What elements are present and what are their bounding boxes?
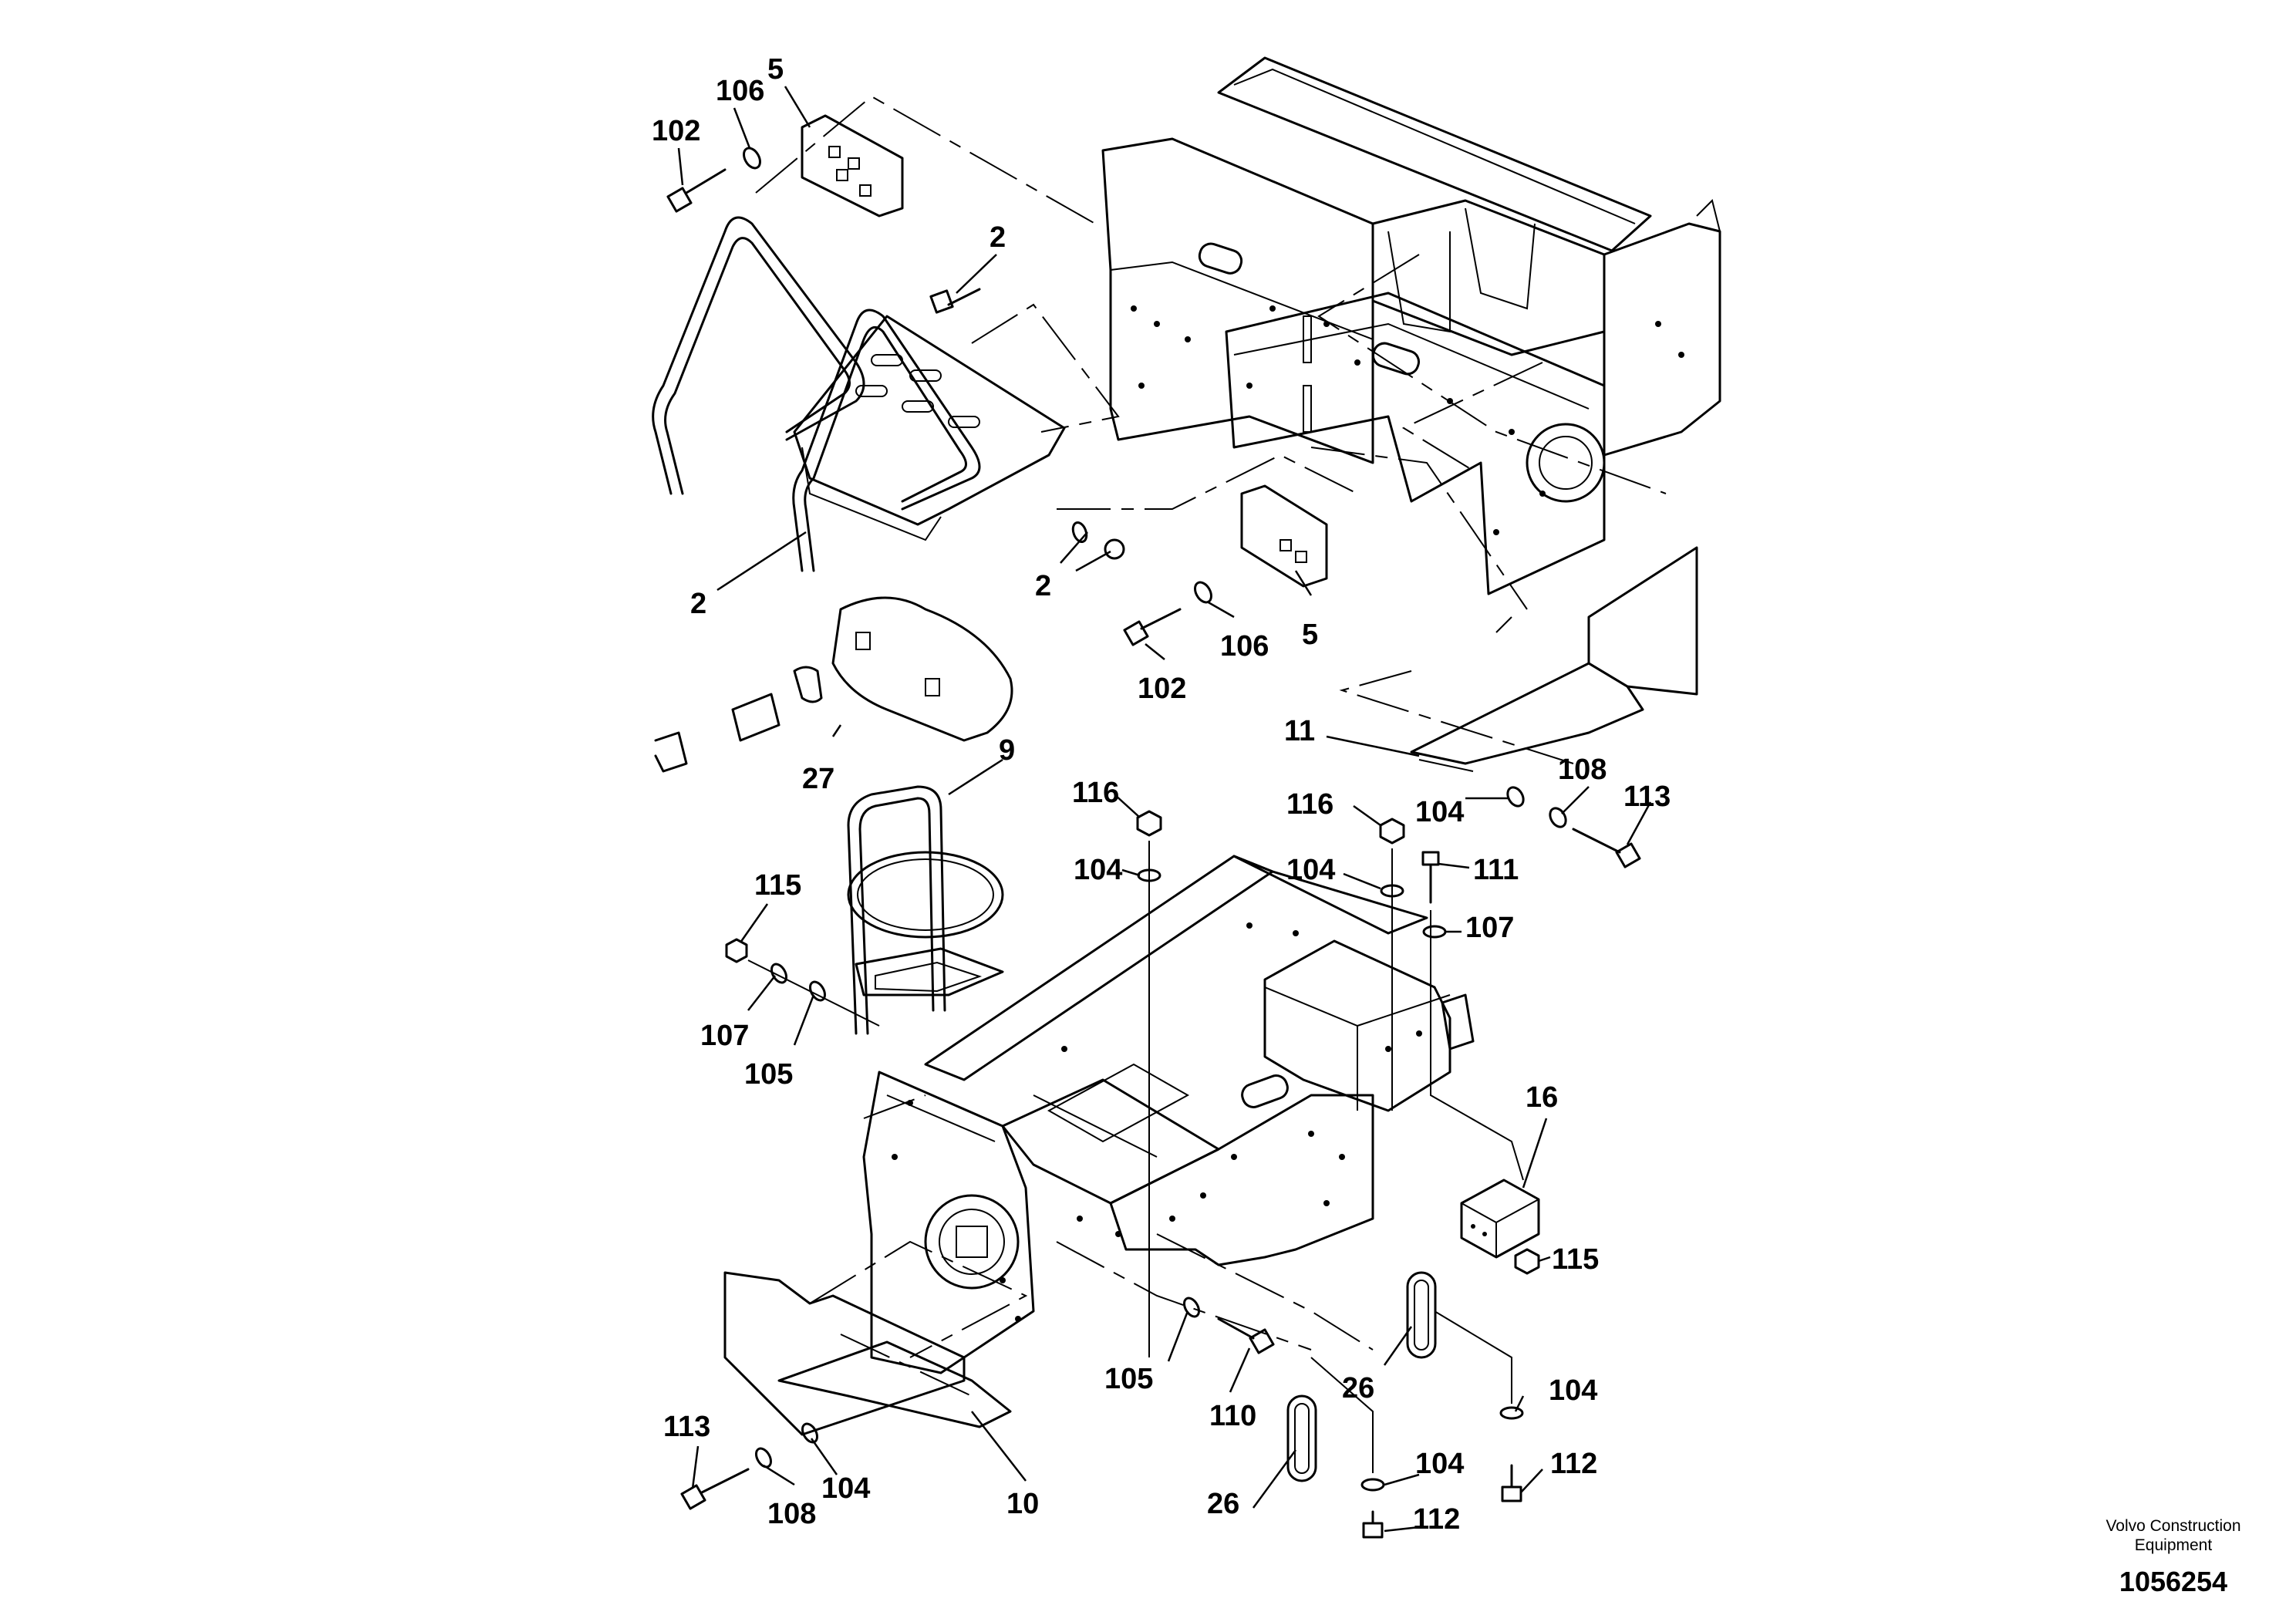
callout-2: 2 <box>1035 570 1051 602</box>
callout-2: 2 <box>690 588 706 620</box>
callout-26: 26 <box>1207 1488 1239 1520</box>
fastener-set-113-lower <box>680 1422 818 1510</box>
callout-113: 113 <box>1623 781 1671 813</box>
callout-110: 110 <box>1209 1400 1256 1432</box>
mounting-plate-5-lower <box>1240 484 1328 588</box>
callout-112: 112 <box>1413 1503 1460 1536</box>
nut-2-lower <box>1071 521 1125 560</box>
callout-115: 115 <box>754 869 801 902</box>
callout-104: 104 <box>1074 854 1122 886</box>
nut-116-right <box>1379 818 1405 1111</box>
callout-104: 104 <box>1549 1374 1597 1407</box>
bolt-110 <box>1183 1297 1275 1354</box>
callout-105: 105 <box>1104 1363 1153 1395</box>
washer-106-upper <box>743 147 761 170</box>
callout-102: 102 <box>652 115 700 147</box>
fasteners <box>666 147 1641 1539</box>
fastener-set-115-left <box>725 938 880 1027</box>
callout-104: 104 <box>1415 796 1464 828</box>
callout-113: 113 <box>663 1411 710 1443</box>
callout-102: 102 <box>1138 673 1186 705</box>
lower-front-frame <box>862 855 1475 1374</box>
callout-108: 108 <box>1558 754 1607 786</box>
control-box-16 <box>1460 1179 1540 1259</box>
callout-5: 5 <box>767 53 784 86</box>
grab-handle-26-upper <box>1406 1271 1437 1359</box>
callout-116: 116 <box>1072 777 1119 809</box>
callout-115: 115 <box>1552 1243 1599 1276</box>
callout-104: 104 <box>1415 1448 1464 1480</box>
nut-116-left <box>1136 810 1162 1357</box>
frame-holes-upper <box>1131 305 1684 535</box>
bolt-102-lower <box>1123 581 1212 646</box>
bolt-112-mid <box>1310 1357 1385 1539</box>
callout-111: 111 <box>1473 854 1519 886</box>
grab-handle-26-lower <box>1286 1394 1317 1482</box>
fastener-set-113-upper <box>1506 786 1641 868</box>
callout-108: 108 <box>767 1498 816 1530</box>
callout-106: 106 <box>1220 630 1269 663</box>
callout-107: 107 <box>1465 912 1514 944</box>
callout-5: 5 <box>1302 619 1318 651</box>
bolt-102-upper <box>666 168 727 213</box>
callout-105: 105 <box>744 1058 793 1091</box>
callout-106: 106 <box>716 75 764 107</box>
step-slots <box>855 354 980 428</box>
callout-112: 112 <box>1550 1448 1597 1480</box>
callout-26: 26 <box>1342 1372 1374 1404</box>
callout-11: 11 <box>1284 715 1315 747</box>
callout-116: 116 <box>1286 788 1333 821</box>
battery-holder-9 <box>847 785 1004 1035</box>
bolt-2-upper <box>929 288 981 314</box>
callout-9: 9 <box>999 734 1015 767</box>
callout-104: 104 <box>1286 854 1335 886</box>
cover-plate-10 <box>723 1271 1012 1436</box>
callout-10: 10 <box>1006 1488 1039 1520</box>
ladder-handrail-2 <box>652 216 1066 572</box>
leader-lines <box>677 86 1652 1533</box>
brand-name-line1: Volvo Construction <box>2106 1517 2240 1535</box>
cover-plate-11 <box>1410 546 1698 772</box>
upper-rear-frame <box>1101 56 1721 595</box>
callout-2: 2 <box>990 221 1006 254</box>
brand-name-line2: Equipment <box>2135 1536 2213 1554</box>
callout-labels: 102 106 5 2 2 2 102 106 5 11 104 108 113… <box>652 53 1671 1536</box>
callout-104: 104 <box>821 1472 870 1505</box>
callout-16: 16 <box>1526 1081 1558 1114</box>
callout-107: 107 <box>700 1020 749 1052</box>
bolt-112-right <box>1434 1310 1524 1502</box>
callout-27: 27 <box>802 763 834 795</box>
mounting-plate-5-upper <box>801 114 904 218</box>
footer-brand: Volvo Construction Equipment 1056254 <box>2106 1517 2240 1597</box>
shield-bracket-27 <box>654 596 1013 773</box>
frame-holes-lower <box>892 922 1422 1322</box>
document-number: 1056254 <box>2119 1566 2227 1597</box>
bolt-111 <box>1421 851 1524 1181</box>
nut-115-right <box>1514 1248 1540 1275</box>
